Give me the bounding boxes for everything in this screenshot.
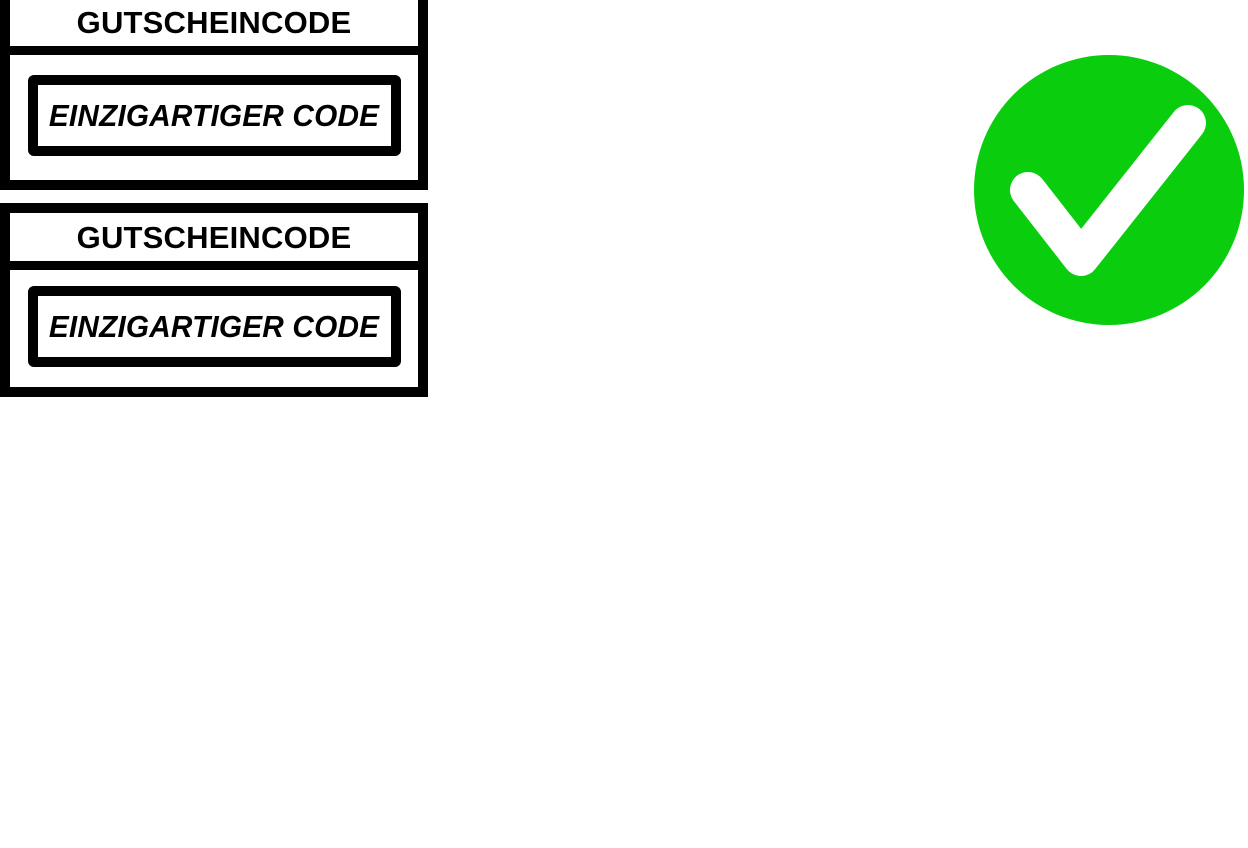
check-circle-glyph <box>974 55 1244 325</box>
coupon-body: EINZIGARTIGER CODE <box>10 270 418 387</box>
coupon-header: GUTSCHEINCODE <box>10 0 418 55</box>
coupon-body: EINZIGARTIGER CODE <box>10 55 418 180</box>
coupon-header-label: GUTSCHEINCODE <box>76 219 352 255</box>
coupon-code-value: EINZIGARTIGER CODE <box>48 309 380 344</box>
check-circle-icon <box>974 55 1244 325</box>
coupon-card[interactable]: GUTSCHEINCODE EINZIGARTIGER CODE <box>0 0 428 190</box>
checkmark-stroke <box>1010 105 1206 276</box>
coupon-code-box[interactable]: EINZIGARTIGER CODE <box>27 75 401 156</box>
coupon-header: GUTSCHEINCODE <box>10 213 418 270</box>
coupon-code-box[interactable]: EINZIGARTIGER CODE <box>27 286 401 367</box>
coupon-code-value: EINZIGARTIGER CODE <box>48 98 380 133</box>
coupon-card[interactable]: GUTSCHEINCODE EINZIGARTIGER CODE <box>0 203 428 397</box>
coupon-header-label: GUTSCHEINCODE <box>76 4 352 40</box>
